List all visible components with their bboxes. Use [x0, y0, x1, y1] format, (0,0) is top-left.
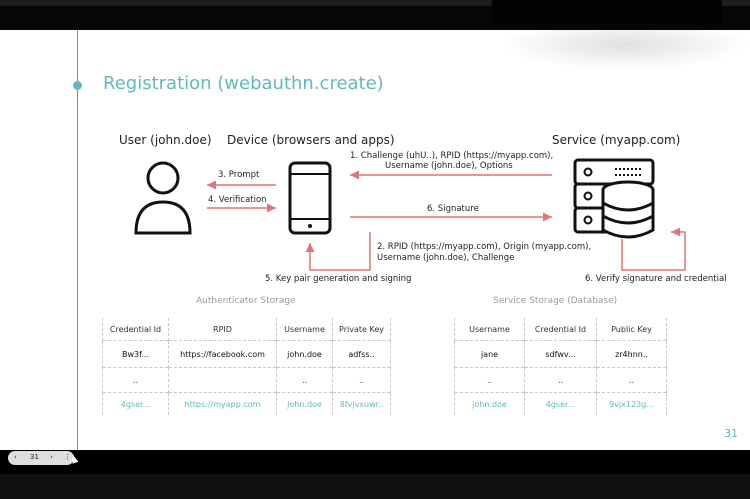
service-storage-caption: Service Storage (Database) [493, 296, 618, 306]
table-header-cell: Private Key [332, 318, 391, 341]
table-header-cell: Credential Id [524, 318, 597, 341]
table-cell: john.doe [454, 392, 525, 415]
authenticator-storage-caption: Authenticator Storage [196, 296, 296, 306]
step2-label-line2: Username (john.doe), Challenge [377, 253, 515, 263]
table-row: 4gser... https://myapp.com john.doe 8fvj… [102, 392, 391, 415]
table-cell: .. [596, 367, 667, 393]
flow-diagram [134, 158, 686, 271]
top-bar-dark-region [492, 0, 722, 24]
table-cell: 4gser... [524, 392, 597, 415]
more-options-icon[interactable]: ⋮ [64, 453, 71, 461]
table-cell: https://facebook.com [168, 340, 277, 368]
table-header-cell: Public Key [596, 318, 667, 341]
table-row: jane sdfwv... zr4hnn.. [454, 340, 667, 368]
arrow-step6-verify-loop [621, 227, 686, 271]
service-heading: Service (myapp.com) [552, 133, 681, 147]
table-cell: 4gser... [102, 392, 169, 415]
table-row: john.doe 4gser... 9vjx123g... [454, 392, 667, 415]
table-cell: john.doe [276, 340, 333, 368]
table-cell: .. [332, 367, 391, 393]
step6-verify-label: 6. Verify signature and credential [585, 274, 727, 284]
table-header-cell: RPID [168, 318, 277, 341]
table-cell [168, 367, 277, 393]
table-cell: .. [102, 367, 169, 393]
slide-navigation-controls: ‹ 31 › ⋮ [8, 451, 74, 465]
table-header-cell: Credential Id [102, 318, 169, 341]
step1-label-line1: 1. Challenge (uhU..), RPID (https://myap… [350, 151, 554, 161]
table-cell: Bw3f... [102, 340, 169, 368]
step4-label: 4. Verification [208, 195, 267, 205]
step6-signature-label: 6. Signature [427, 204, 479, 214]
table-cell: john.doe [276, 392, 333, 415]
table-cell: 9vjx123g... [596, 392, 667, 415]
table-cell: sdfwv... [524, 340, 597, 368]
step2-label-line1: 2. RPID (https://myapp.com), Origin (mya… [377, 242, 592, 252]
table-header-row: Username Credential Id Public Key [454, 318, 667, 341]
title-bullet [73, 81, 82, 90]
table-cell: zr4hnn.. [596, 340, 667, 368]
slide-left-rule [77, 30, 78, 450]
slide-title: Registration (webauthn.create) [103, 73, 384, 94]
slide-number-indicator[interactable]: 31 [30, 453, 39, 461]
slide-shadow [500, 30, 750, 70]
server-database-icon [573, 158, 655, 239]
phone-icon [288, 161, 332, 235]
table-row: Bw3f... https://facebook.com john.doe ad… [102, 340, 391, 368]
top-bar [0, 0, 750, 30]
table-cell: https://myapp.com [168, 392, 277, 415]
arrow-step5-loop [305, 232, 371, 271]
bottom-bar [0, 474, 750, 499]
next-slide-button[interactable]: › [50, 453, 53, 461]
step3-label: 3. Prompt [218, 170, 260, 180]
user-heading: User (john.doe) [119, 133, 212, 147]
table-row: .. .. .. [102, 367, 391, 393]
user-icon [134, 161, 192, 235]
step5-label: 5. Key pair generation and signing [265, 274, 412, 284]
slide: Registration (webauthn.create) User (joh… [0, 30, 750, 450]
table-cell: .. [276, 367, 333, 393]
table-cell: jane [454, 340, 525, 368]
slide-page-number: 31 [724, 427, 738, 440]
service-storage-table: Username Credential Id Public Key jane s… [454, 318, 667, 415]
table-cell: .. [524, 367, 597, 393]
table-header-cell: Username [276, 318, 333, 341]
table-header-row: Credential Id RPID Username Private Key [102, 318, 391, 341]
table-row: .. .. .. [454, 367, 667, 393]
device-heading: Device (browsers and apps) [227, 133, 395, 147]
step1-label-line2: Username (john.doe), Options [385, 161, 513, 171]
table-cell: .. [454, 367, 525, 393]
previous-slide-button[interactable]: ‹ [14, 453, 17, 461]
top-strip [0, 0, 750, 6]
authenticator-storage-table: Credential Id RPID Username Private Key … [102, 318, 391, 415]
table-cell: 8fvjvxuwr.. [332, 392, 391, 415]
table-header-cell: Username [454, 318, 525, 341]
table-cell: adfss.. [332, 340, 391, 368]
